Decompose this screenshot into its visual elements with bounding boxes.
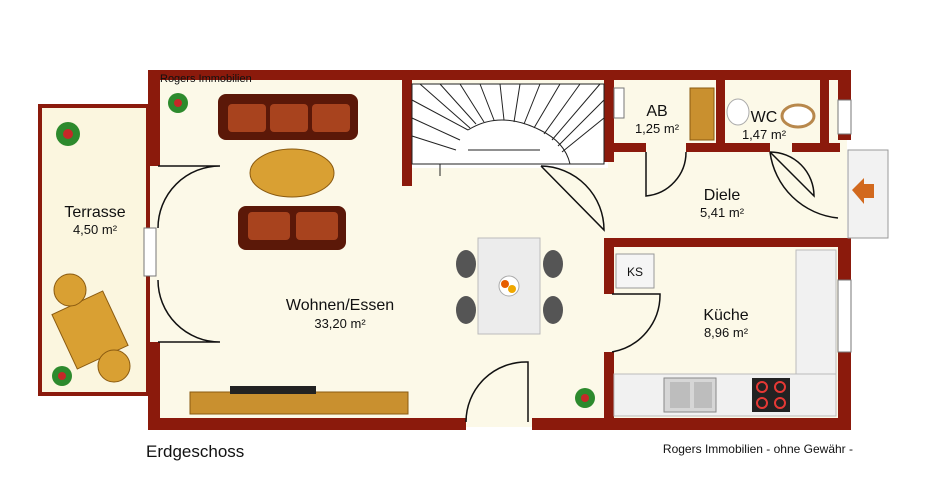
stove-icon <box>752 378 790 412</box>
terrace-chair <box>53 273 87 307</box>
staircase <box>411 83 605 176</box>
room-name-wc: WC <box>751 109 778 126</box>
ab-shelf <box>689 87 715 141</box>
wc-basin-icon <box>726 98 750 126</box>
fridge-label: KS <box>627 265 643 279</box>
room-area-kueche: 8,96 m² <box>704 325 749 340</box>
inner-walls <box>402 80 840 422</box>
room-area-wohnen: 33,20 m² <box>314 316 366 331</box>
dining-chairs <box>456 250 563 324</box>
room-name-diele: Diele <box>704 187 741 204</box>
kitchen-counter <box>613 249 837 417</box>
tv-icon <box>230 386 316 394</box>
sofa-bottom <box>238 206 346 250</box>
room-area-ab: 1,25 m² <box>635 121 680 136</box>
plant-icon <box>168 93 188 113</box>
room-area-wc: 1,47 m² <box>742 127 787 142</box>
plant-icon <box>52 366 72 386</box>
fridge-box <box>615 253 655 289</box>
tv-sideboard <box>189 391 409 415</box>
disclaimer-label: Rogers Immobilien - ohne Gewähr - <box>663 442 853 456</box>
plant-icon <box>575 388 595 408</box>
door-swings <box>157 151 839 423</box>
plant-icon <box>56 122 80 146</box>
terrace-chair <box>97 349 131 383</box>
room-name-kueche: Küche <box>703 307 748 324</box>
room-area-terrasse: 4,50 m² <box>73 222 118 237</box>
room-name-terrasse: Terrasse <box>64 204 125 221</box>
room-name-wohnen: Wohnen/Essen <box>286 297 394 314</box>
fruit-bowl-icon <box>498 275 520 297</box>
coffee-table <box>249 148 335 198</box>
toilet-icon <box>780 103 816 129</box>
windows <box>143 87 852 353</box>
room-name-ab: AB <box>646 103 667 120</box>
sofa-top <box>218 94 358 140</box>
stair-area <box>410 84 608 168</box>
sink-icon <box>663 377 717 413</box>
entry-arrow-icon <box>852 178 874 204</box>
room-area-diele: 5,41 m² <box>700 205 745 220</box>
brand-label: Rogers Immobilien <box>160 73 252 85</box>
floor-label: Erdgeschoss <box>146 442 244 461</box>
